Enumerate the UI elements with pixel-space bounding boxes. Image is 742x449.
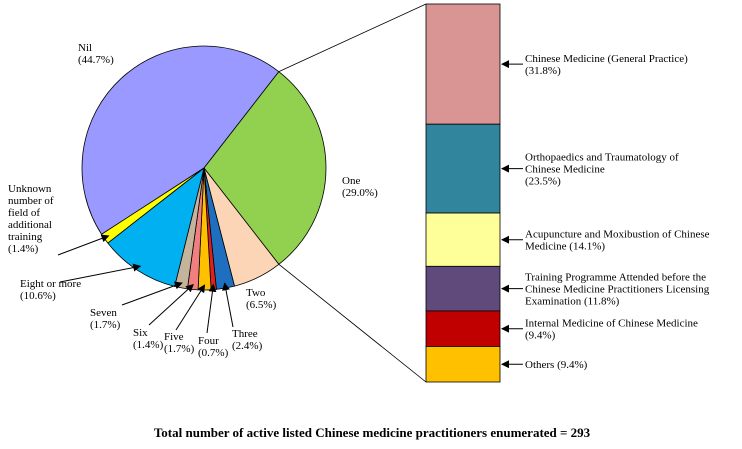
pie-label-arrow-unknown-number-of-field-of-additional-training xyxy=(57,234,110,256)
pie-label-eight-or-more: Eight or more(10.6%) xyxy=(20,278,81,302)
pie-label-arrow-four xyxy=(206,283,217,334)
connector-line-top xyxy=(278,3,427,73)
pie-slice-nil xyxy=(81,45,280,235)
pie-label-nil: Nil(44.7%) xyxy=(78,42,114,66)
chart-labels: Nil(44.7%) One(29.0%) Two(6.5%) Three(2.4%)… xyxy=(8,42,710,371)
pie-label-arrow-three xyxy=(222,282,234,328)
pie-label-arrow-six xyxy=(148,283,194,326)
chart-caption: Total number of active listed Chinese me… xyxy=(154,425,591,440)
pie-label-four: Four(0.7%) xyxy=(198,335,229,359)
bar-label-chinese-medicine-general-practice: Chinese Medicine (General Practice)(31.8… xyxy=(525,53,688,77)
pie-label-seven: Seven(1.7%) xyxy=(90,307,121,331)
stacked-bar-chart xyxy=(425,3,501,383)
bar-segment-chinese-medicine-general-practice xyxy=(425,3,501,125)
pie-label-six: Six(1.4%) xyxy=(133,327,164,351)
pie-label-one: One(29.0%) xyxy=(342,175,378,199)
pie-chart xyxy=(81,45,327,291)
pie-label-two: Two(6.5%) xyxy=(246,287,277,311)
bar-segment-orthopaedics-and-traumatology-of-chinese-medicine xyxy=(425,123,501,214)
bar-segment-training-programme-attended-before-the-chinese-medicine-practitioners-licensing-examination xyxy=(425,265,501,312)
pie-label-arrow-eight-or-more xyxy=(59,263,142,283)
bar-segment-internal-medicine-of-chinese-medicine xyxy=(425,310,501,347)
pie-to-bar-connectors xyxy=(278,3,427,383)
pie-label-arrow-five xyxy=(175,284,206,331)
connector-line-bottom xyxy=(278,264,427,383)
bar-segment-acupuncture-and-moxibustion-of-chinese-medicine xyxy=(425,212,501,267)
bar-segment-others xyxy=(425,346,501,383)
pie-label-arrow-seven xyxy=(121,281,183,306)
bar-label-internal-medicine-of-chinese-medicine: Internal Medicine of Chinese Medicine(9.… xyxy=(525,318,698,342)
bar-label-others: Others (9.4%) xyxy=(525,359,588,371)
pie-slice-one xyxy=(203,71,327,265)
pie-label-five: Five(1.7%) xyxy=(164,331,195,355)
pie-label-three: Three(2.4%) xyxy=(232,328,263,352)
